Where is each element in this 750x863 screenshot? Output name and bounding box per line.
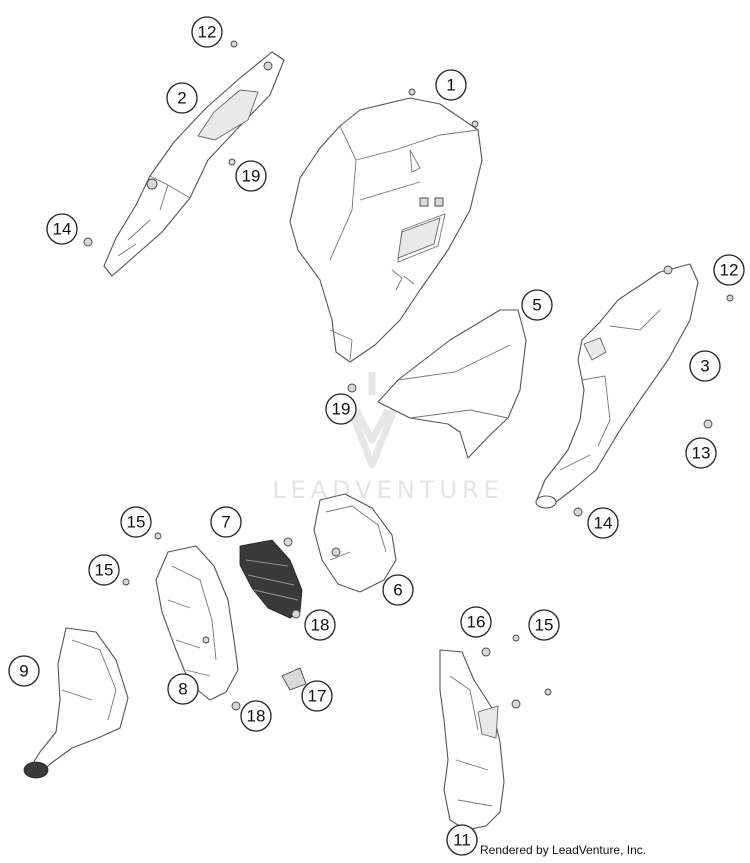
part-5-side-cover[interactable] [377,309,527,459]
svg-text:16: 16 [467,613,486,632]
callout-13: 13 [685,437,717,469]
svg-text:3: 3 [700,357,709,376]
callout-5: 5 [521,289,553,321]
callout-1: 1 [435,69,467,101]
svg-text:2: 2 [177,89,186,108]
svg-text:19: 19 [332,400,351,419]
callout-19-middle: 19 [325,393,357,425]
callout-6: 6 [382,574,414,606]
svg-text:12: 12 [720,261,739,280]
svg-text:7: 7 [221,513,230,532]
svg-text:15: 15 [535,616,554,635]
svg-text:15: 15 [95,561,114,580]
callout-15-upper: 15 [120,506,152,538]
svg-text:15: 15 [127,513,146,532]
svg-text:19: 19 [242,167,261,186]
part-2-left-side-panel[interactable] [103,51,285,277]
callout-12-top: 12 [191,16,223,48]
callout-15-middle: 15 [88,554,120,586]
svg-text:17: 17 [308,687,327,706]
watermark-logo-icon [341,372,404,469]
callout-14-left: 14 [46,213,78,245]
watermark-text: LEADVENTURE [272,476,504,504]
callout-19-top: 19 [235,160,267,192]
part-6-filter-cover[interactable] [313,493,397,593]
watermark: LEADVENTURE [272,372,504,504]
svg-text:14: 14 [594,514,613,533]
callout-12-right: 12 [713,254,745,286]
part-1-airbox-frame[interactable] [289,88,483,363]
svg-text:6: 6 [393,581,402,600]
render-credit: Rendered by LeadVenture, Inc. [480,843,647,857]
svg-text:13: 13 [692,444,711,463]
callout-7: 7 [210,506,242,538]
part-9-intake-boot[interactable] [23,627,129,779]
callout-3: 3 [689,350,721,382]
svg-text:8: 8 [178,680,187,699]
callout-9: 9 [8,655,40,687]
svg-text:1: 1 [446,76,455,95]
part-8-filter-cage[interactable] [155,545,239,701]
callout-16: 16 [460,606,492,638]
svg-text:18: 18 [311,616,330,635]
callout-18-upper: 18 [304,609,336,641]
callout-11: 11 [446,824,478,856]
callout-2: 2 [166,82,198,114]
svg-text:11: 11 [453,831,471,850]
svg-text:5: 5 [532,296,541,315]
callout-15-right: 15 [528,609,560,641]
svg-text:18: 18 [247,707,266,726]
part-7-air-filter[interactable] [239,539,303,619]
callout-8: 8 [167,673,199,705]
svg-text:12: 12 [198,23,217,42]
callout-14-right: 14 [587,507,619,539]
hardware-fasteners [83,40,734,711]
svg-text:14: 14 [53,220,72,239]
part-3-right-side-panel[interactable] [535,263,699,509]
part-11-lower-cover[interactable] [439,649,505,831]
svg-text:9: 9 [19,662,28,681]
callout-18-lower: 18 [240,700,272,732]
callout-17: 17 [301,680,333,712]
